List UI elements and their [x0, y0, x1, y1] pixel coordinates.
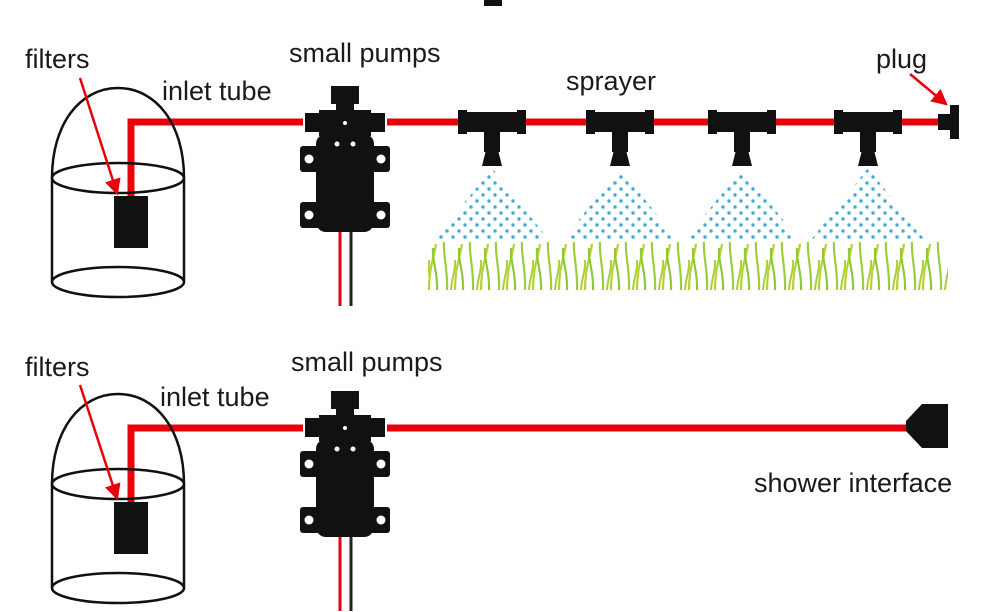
- spray-cone: [811, 168, 925, 240]
- label-plug: plug: [876, 44, 927, 74]
- label-filters: filters: [25, 352, 90, 382]
- small-pump: [298, 389, 392, 612]
- top-panel: filters inlet tube small pumps sprayer p…: [25, 38, 959, 308]
- small-pump: [298, 84, 392, 308]
- label-sprayer: sprayer: [566, 66, 656, 96]
- plug-cap: [950, 105, 959, 139]
- bottom-panel: filters inlet tube small pumps shower in…: [25, 347, 952, 612]
- sprayer-tee: [708, 110, 776, 166]
- label-shower-interface: shower interface: [754, 468, 952, 498]
- plug-arrow: [909, 73, 948, 106]
- sprayer-tee: [458, 110, 526, 166]
- plug-adapter: [938, 114, 950, 130]
- shower-interface-connector: [906, 404, 948, 448]
- spray-cone: [435, 168, 549, 240]
- label-small-pumps: small pumps: [291, 347, 443, 377]
- filter-block: [114, 502, 148, 554]
- label-filters: filters: [25, 44, 90, 74]
- filter-block: [114, 196, 148, 248]
- inlet-tube-line: [127, 424, 303, 506]
- sprayer-tee: [834, 110, 902, 166]
- sprayer-tee: [586, 110, 654, 166]
- filters-arrow: [78, 77, 121, 196]
- label-small-pumps: small pumps: [289, 38, 441, 68]
- label-inlet-tube: inlet tube: [162, 76, 272, 106]
- spray-cone: [563, 168, 677, 240]
- grass-illustration: [428, 238, 948, 296]
- filters-arrow: [78, 384, 121, 501]
- label-inlet-tube: inlet tube: [160, 382, 270, 412]
- cropped-text-fragment: [484, 0, 502, 6]
- inlet-tube-line: [127, 118, 303, 200]
- spray-cone: [685, 168, 799, 240]
